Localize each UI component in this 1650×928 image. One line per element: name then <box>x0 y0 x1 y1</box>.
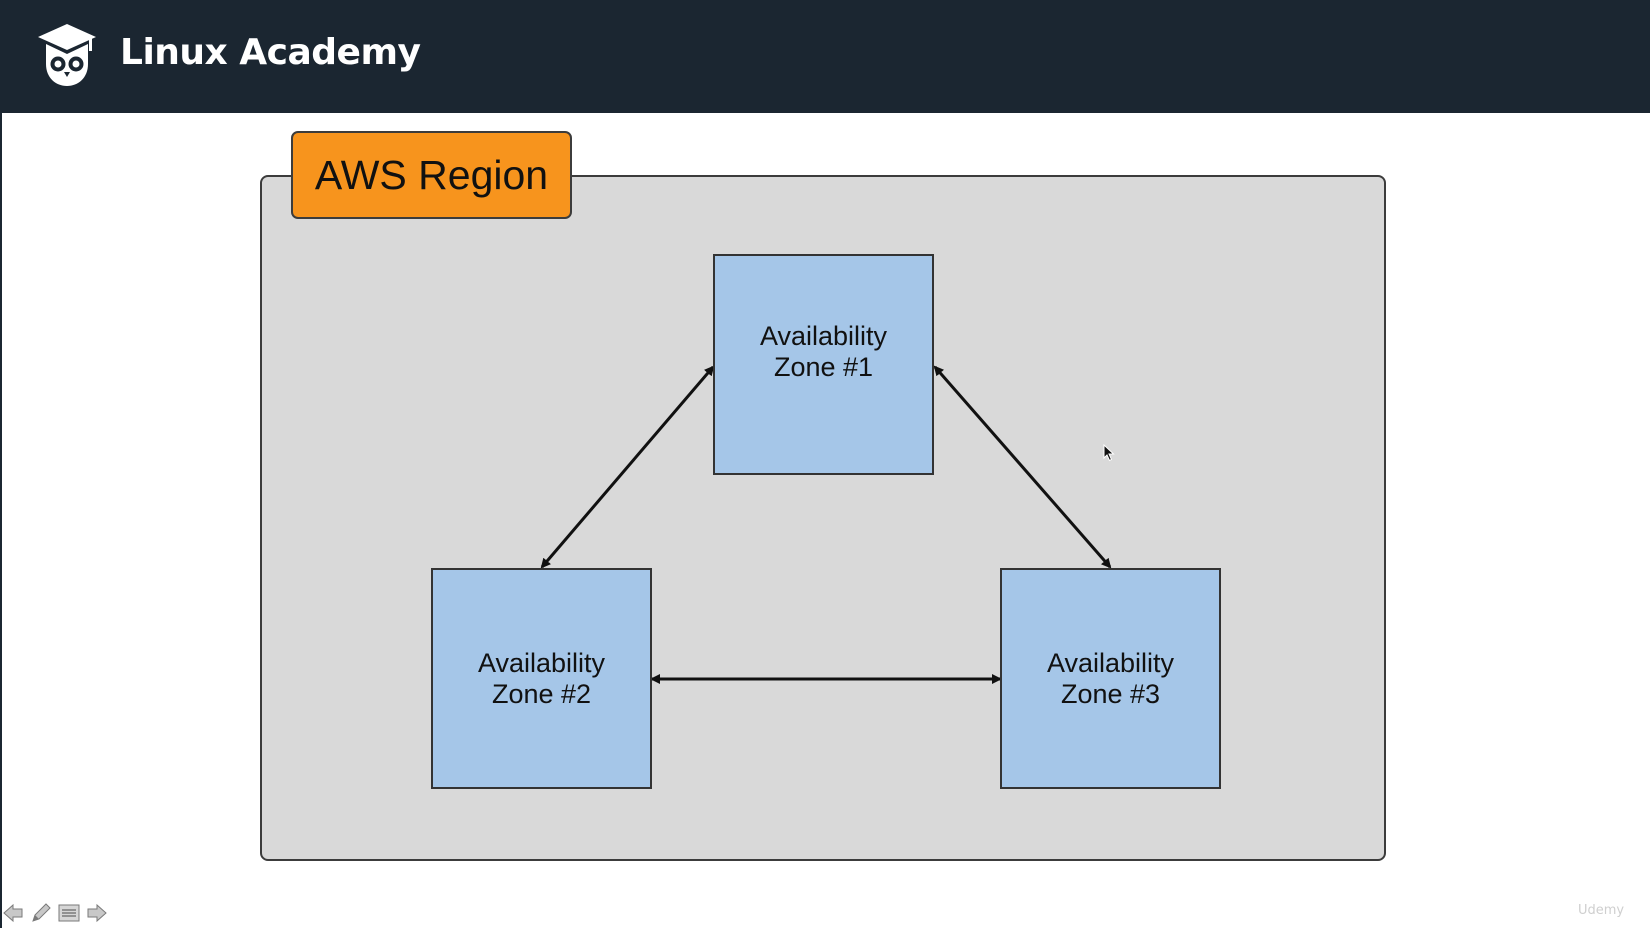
availability-zone-2: Availability Zone #2 <box>431 568 652 789</box>
list-icon[interactable] <box>58 902 80 924</box>
availability-zone-3: Availability Zone #3 <box>1000 568 1221 789</box>
arrow-left-icon[interactable] <box>2 902 24 924</box>
left-edge-border <box>0 0 2 928</box>
availability-zone-1: Availability Zone #1 <box>713 254 934 475</box>
header-bar: Linux Academy <box>0 0 1650 113</box>
aws-region-label: AWS Region <box>291 131 572 219</box>
player-controls <box>0 902 110 924</box>
brand-name: Linux Academy <box>120 32 421 73</box>
pencil-icon[interactable] <box>30 902 52 924</box>
owl-graduation-cap-icon <box>38 24 96 86</box>
arrow-right-icon[interactable] <box>86 902 108 924</box>
mouse-cursor-icon <box>1103 444 1115 462</box>
udemy-watermark: Udemy <box>1578 900 1624 922</box>
udemy-watermark-text: Udemy <box>1578 903 1625 918</box>
